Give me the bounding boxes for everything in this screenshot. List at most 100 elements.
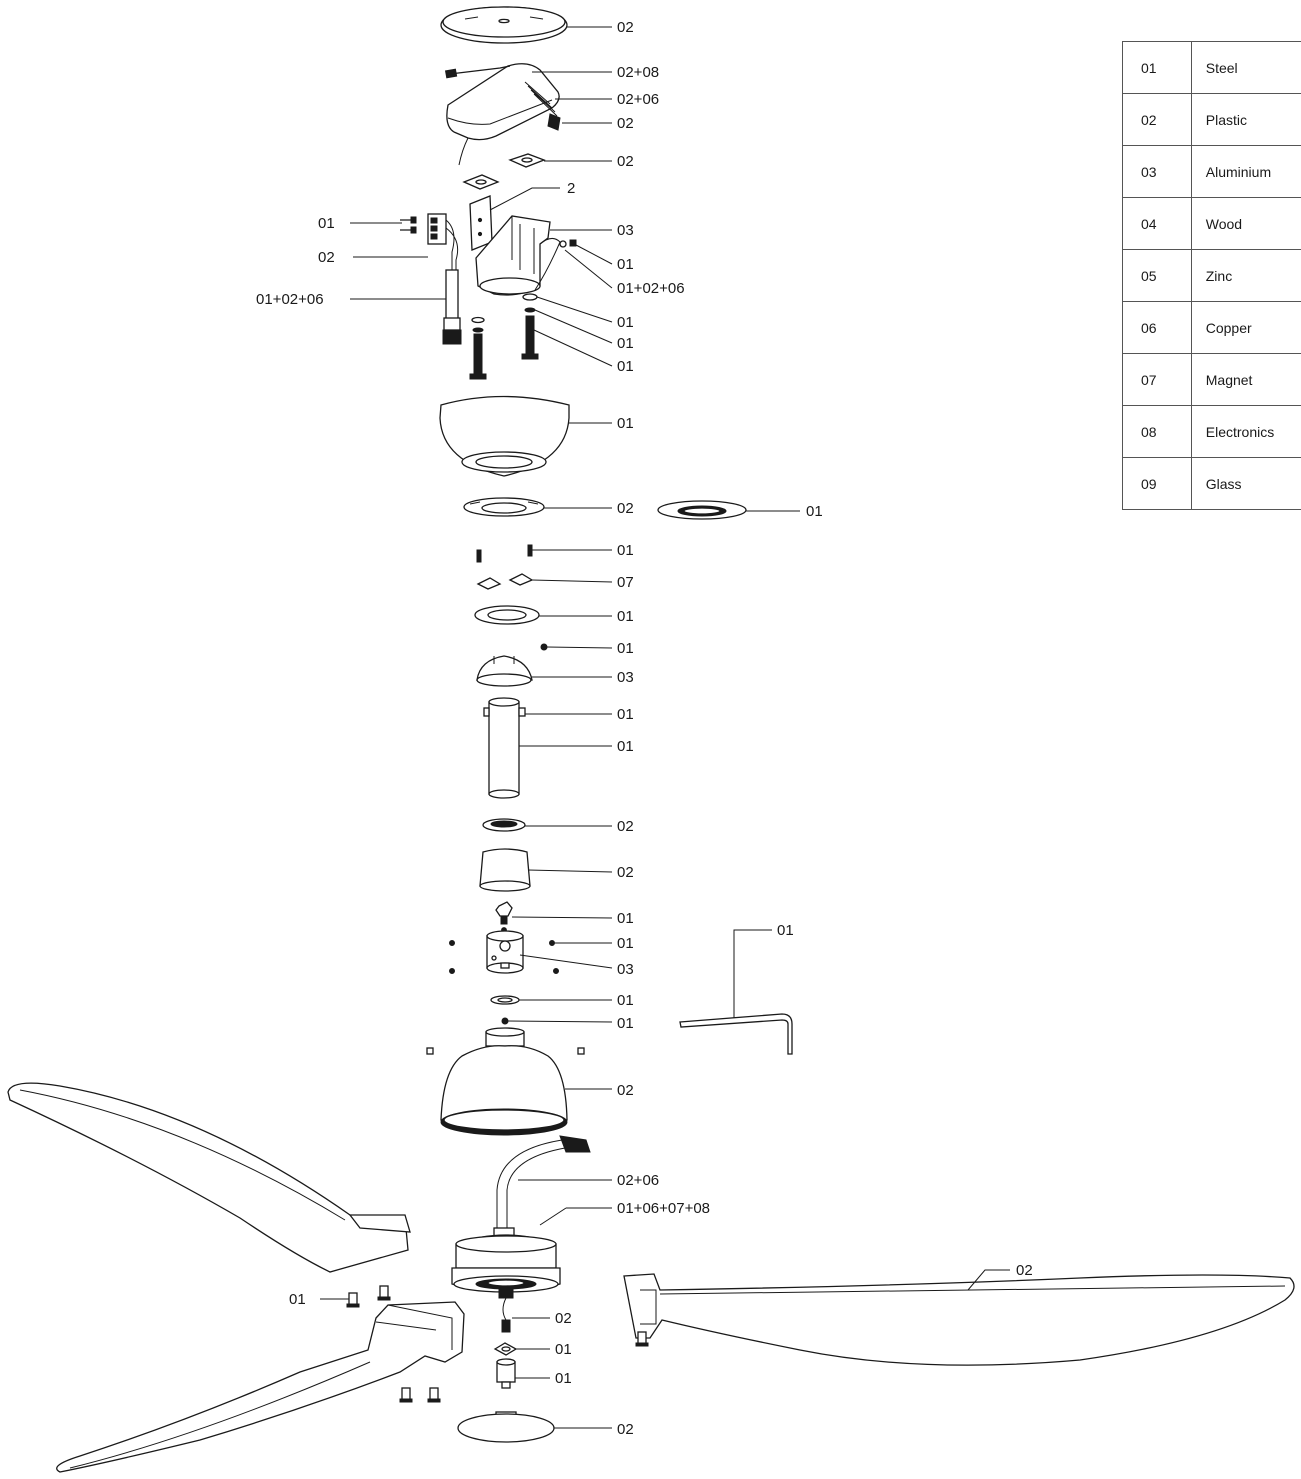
motor (451, 1227, 561, 1299)
label-pin-bolt: 01 (617, 706, 634, 723)
label-pad-upper: 02 (617, 153, 634, 170)
allen-key (679, 1013, 793, 1055)
legend-material: Magnet (1190, 353, 1301, 406)
label-hex-bolt: 01 (617, 910, 634, 927)
coupler-washer (490, 995, 520, 1005)
label-hanger-bracket: 03 (617, 222, 634, 239)
legend-code: 08 (1122, 405, 1192, 458)
legend-code: 02 (1122, 93, 1192, 146)
label-canopy-dome: 01 (617, 415, 634, 432)
legend-code: 09 (1122, 457, 1192, 510)
label-motor: 01+06+07+08 (617, 1200, 710, 1217)
motor-cover (426, 1027, 585, 1136)
label-receiver-connector: 02 (617, 115, 634, 132)
label-coupler-screws: 01 (617, 935, 634, 952)
label-spring-washer: 01 (617, 335, 634, 352)
mount-hardware (469, 293, 539, 380)
legend-material: Steel (1190, 41, 1301, 94)
label-decor-ring: 01 (806, 503, 823, 520)
set-screw (540, 643, 548, 651)
legend-code: 06 (1122, 301, 1192, 354)
part-labels: 02 02+08 02+06 02 02 2 03 01 02 01 01+02… (256, 19, 1033, 1438)
terminal-block-assembly (400, 213, 462, 345)
hex-bolt (495, 901, 513, 933)
label-receiver-housing: 02+08 (617, 64, 659, 81)
legend-material: Glass (1190, 457, 1301, 510)
canopy-ring (463, 497, 545, 517)
canopy-dome (439, 395, 570, 477)
label-bottom-sleeve: 01 (555, 1370, 572, 1387)
label-bottom-cap: 02 (617, 1421, 634, 1438)
blade-upper-left (7, 1082, 411, 1273)
label-motor-cover: 02 (617, 1082, 634, 1099)
label-top-canopy: 02 (617, 19, 634, 36)
label-lead-wire: 01+02+06 (256, 291, 324, 308)
label-downrod: 01 (617, 738, 634, 755)
rubber-pad-upper (508, 153, 546, 168)
label-rubber-ring: 02 (617, 818, 634, 835)
label-mount-bolt: 01 (617, 358, 634, 375)
legend-material: Aluminium (1190, 145, 1301, 198)
downrod-ball (476, 655, 533, 687)
label-ring-screw: 01 (617, 542, 634, 559)
label-bracket-clip: 2 (567, 180, 575, 197)
legend-material: Wood (1190, 197, 1301, 250)
legend-material: Plastic (1190, 93, 1301, 146)
label-right-blade: 02 (1016, 1262, 1033, 1279)
label-set-screw: 01 (617, 640, 634, 657)
label-ground-screw: 01 (617, 256, 634, 273)
bottom-hardware (457, 1297, 555, 1443)
coupler (449, 930, 559, 974)
label-canopy-ring: 02 (617, 500, 634, 517)
blade-right (623, 1273, 1295, 1366)
label-terminal-block: 02 (318, 249, 335, 266)
receiver-unit (444, 63, 561, 166)
label-ground-wire: 01+02+06 (617, 280, 685, 297)
legend-code: 03 (1122, 145, 1192, 198)
downrod (483, 697, 526, 799)
label-receiver-wires: 02+06 (617, 91, 659, 108)
rubber-ring (482, 818, 526, 832)
label-allen-key: 01 (777, 922, 794, 939)
label-lock-washer: 01 (617, 314, 634, 331)
label-coupling-cover: 02 (617, 864, 634, 881)
label-bottom-nut: 01 (555, 1341, 572, 1358)
legend-code: 05 (1122, 249, 1192, 302)
rubber-pad-lower (462, 174, 500, 190)
label-magnets: 07 (617, 574, 634, 591)
top-canopy-plate (440, 6, 568, 44)
label-coupler-ball: 01 (617, 1015, 634, 1032)
motor-cable (496, 1135, 591, 1230)
label-flat-ring: 01 (617, 608, 634, 625)
legend-code: 01 (1122, 41, 1192, 94)
label-terminal-screws: 01 (318, 215, 335, 232)
label-blade-screws: 01 (289, 1291, 306, 1308)
legend-code: 04 (1122, 197, 1192, 250)
decorative-ring (657, 500, 747, 520)
leader-lines (320, 26, 1010, 1429)
blade-screws (346, 1285, 649, 1403)
flat-ring (474, 605, 540, 625)
legend-material: Electronics (1190, 405, 1301, 458)
legend-code: 07 (1122, 353, 1192, 406)
coupling-cover (479, 848, 531, 892)
label-motor-cable: 02+06 (617, 1172, 659, 1189)
label-coupler: 03 (617, 961, 634, 978)
ring-screws-and-magnets (476, 544, 534, 590)
legend-material: Copper (1190, 301, 1301, 354)
label-bottom-wire: 02 (555, 1310, 572, 1327)
blade-lower-left (56, 1301, 465, 1473)
label-coupler-washer: 01 (617, 992, 634, 1009)
hanger-bracket (469, 195, 577, 296)
legend-material: Zinc (1190, 249, 1301, 302)
coupler-ball (501, 1017, 509, 1025)
